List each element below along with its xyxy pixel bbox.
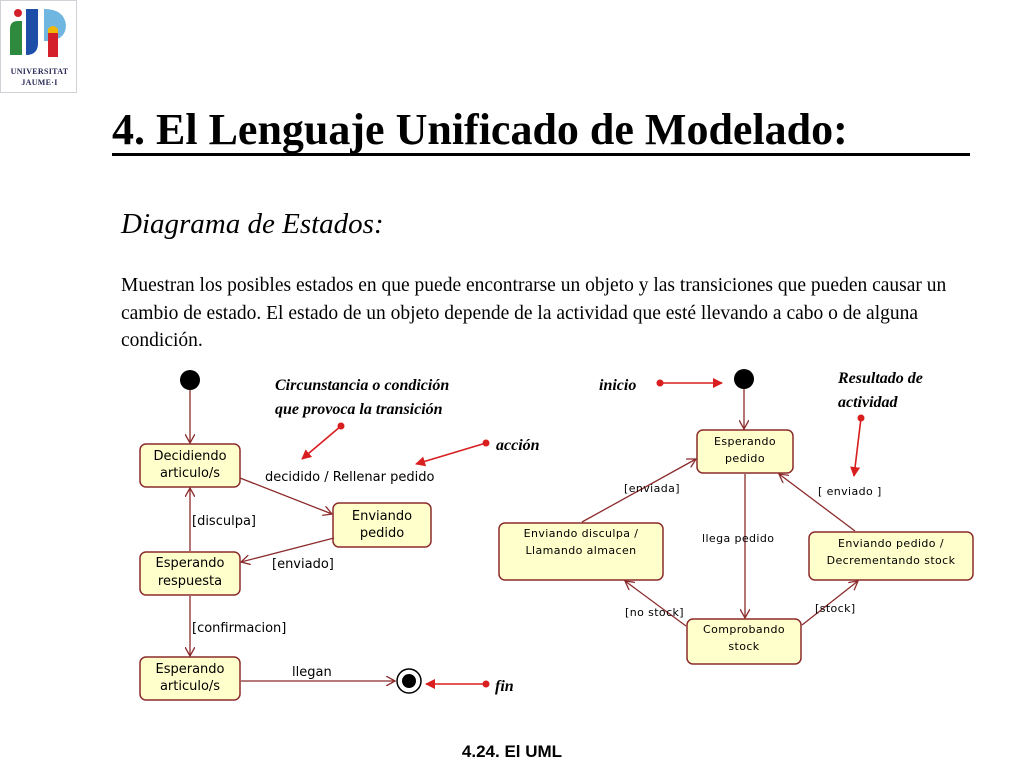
state-label: Comprobando	[703, 623, 785, 636]
state-label: Decrementando stock	[827, 554, 956, 567]
annotation-inicio: inicio	[599, 377, 636, 394]
annotations: Circunstancia o condición que provoca la…	[275, 370, 923, 695]
state-label: Decidiendo	[153, 449, 226, 464]
state-label: Llamando almacen	[525, 544, 636, 557]
title-underline	[112, 153, 970, 156]
description-paragraph: Muestran los posibles estados en que pue…	[121, 275, 947, 351]
section-subtitle: Diagrama de Estados:	[121, 208, 384, 240]
state-label: pedido	[725, 452, 765, 465]
state-label: articulo/s	[160, 466, 220, 481]
logo-text-line1: UNIVERSITAT	[10, 67, 69, 76]
annotation-fin: fin	[495, 678, 514, 695]
transition-label-enviado: [enviado]	[272, 557, 334, 572]
annotation-resultado-line1: Resultado de	[837, 370, 923, 387]
logo-text-line2: JAUME·I	[21, 78, 58, 87]
final-state-inner	[402, 674, 416, 688]
callout-arrow-resultado	[850, 417, 862, 477]
transition-label-confirmacion: [confirmacion]	[192, 621, 286, 636]
state-enviando-disculpa	[498, 522, 664, 581]
state-esperando-articulos	[139, 656, 241, 701]
annotation-resultado-line2: actividad	[838, 394, 899, 411]
transition-decidido	[239, 477, 332, 514]
transition-label-disculpa: [disculpa]	[192, 514, 256, 529]
annotation-circunstancia-line1: Circunstancia o condición	[275, 377, 449, 394]
right-initial-state	[734, 369, 754, 389]
transition-label-llegan: llegan	[292, 665, 332, 680]
transition-enviado	[241, 537, 335, 562]
slide-footer: 4.24. El UML	[461, 742, 563, 761]
page-title: 4. El Lenguaje Unificado de Modelado:	[112, 105, 848, 154]
transition-label-llega-pedido: llega pedido	[702, 532, 774, 545]
right-state-diagram: Esperando pedido Enviando disculpa / Lla…	[498, 369, 974, 665]
university-logo-mark	[6, 5, 72, 63]
state-comprobando-stock	[686, 618, 802, 665]
transition-label-stock: [stock]	[815, 602, 856, 615]
transition-no-stock	[625, 581, 687, 627]
state-label: Enviando	[352, 509, 412, 524]
state-label: Esperando	[156, 556, 225, 571]
left-initial-state	[180, 370, 200, 390]
transition-stock	[801, 581, 858, 626]
callout-arrow-circunstancia	[301, 425, 342, 460]
university-logo: UNIVERSITAT JAUME·I	[0, 0, 77, 93]
transition-enviado-right	[779, 474, 856, 532]
state-label: pedido	[360, 526, 404, 541]
state-decrementando-stock	[808, 531, 974, 581]
transition-label-no-stock: [no stock]	[625, 606, 684, 619]
state-label: respuesta	[158, 574, 222, 589]
state-esperando-respuesta	[139, 551, 241, 596]
callout-arrow-accion	[415, 442, 487, 467]
transition-label-enviado-right: [ enviado ]	[818, 485, 882, 498]
state-label: Esperando	[156, 662, 225, 677]
state-enviando-pedido	[332, 502, 432, 548]
transition-label-enviada: [enviada]	[624, 482, 680, 495]
state-label: Enviando pedido /	[838, 537, 944, 550]
annotation-accion: acción	[496, 437, 540, 454]
state-label: Esperando	[714, 435, 776, 448]
transition-enviada	[581, 459, 696, 523]
state-esperando-pedido	[696, 429, 794, 474]
transition-label-decidido: decidido / Rellenar pedido	[265, 470, 434, 485]
left-state-diagram: Decidiendo articulo/s Enviando pedido Es…	[139, 370, 434, 701]
state-label: articulo/s	[160, 679, 220, 694]
annotation-circunstancia-line2: que provoca la transición	[275, 401, 443, 418]
state-label: Enviando disculpa /	[524, 527, 639, 540]
state-label: stock	[728, 640, 759, 653]
